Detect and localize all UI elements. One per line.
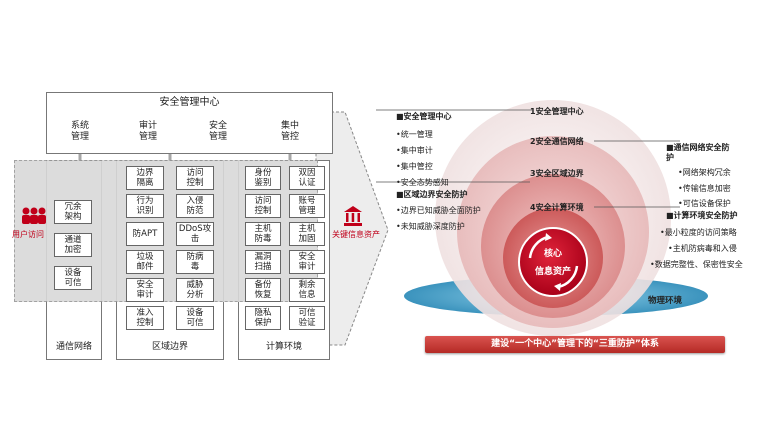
system-banner: 建设“一个中心”管理下的“三重防护”体系 [425,336,725,353]
mgmt-list-head: ■安全管理中心 [396,112,452,121]
compute-list-head: ■计算环境安全防护 [666,211,738,220]
mgmt-item-2: •集中审计 [396,146,433,155]
boundary-label: 区域边界 [151,342,188,352]
management-center-title: 安全管理中心 [159,97,220,108]
box-privacy: 隐私 保护 [245,306,281,330]
mgmt-item-4: •安全态势感知 [396,178,449,187]
network-item-2: •传输信息加密 [678,184,731,193]
compute-item-3: •数据完整性、保密性安全 [650,260,743,269]
compute-label: 计算环境 [265,342,302,352]
box-residual-info: 剩余 信息 [289,278,325,302]
ring-label-3: 3安全区域边界 [530,169,584,178]
box-channel-encryption: 通道 加密 [54,233,92,257]
box-identity-auth: 身份 鉴别 [245,166,281,190]
bank-icon [344,206,362,226]
mgmt-item-1: •统一管理 [396,130,433,139]
boundary-item-2: •未知威胁深度防护 [396,222,465,231]
box-boundary-isolation: 边界 隔离 [126,166,164,190]
box-vuln-scan: 漏洞 扫描 [245,250,281,274]
function-audit: 审计 管理 [138,121,157,142]
ring-label-4: 4安全计算环境 [530,203,584,212]
box-redundancy: 冗余 架构 [54,200,92,224]
box-anti-apt: 防APT [126,222,164,246]
function-security: 安全 管理 [208,121,227,142]
ring-label-2: 2安全通信网络 [530,137,584,146]
box-trusted-verify: 可信 验证 [289,306,325,330]
box-compute-audit: 安全 审计 [289,250,325,274]
box-security-audit: 安全 审计 [126,278,164,302]
system-banner-text: 建设“一个中心”管理下的“三重防护”体系 [491,339,659,349]
boundary-item-1: •边界已知威胁全面防护 [396,206,481,215]
management-center-box: 安全管理中心 系统 管理 审计 管理 安全 管理 集中 管控 [46,92,333,154]
box-admission-control: 准入 控制 [126,306,164,330]
core-label-1: 核心 [543,249,562,259]
box-compute-access-control: 访问 控制 [245,194,281,218]
box-two-factor: 双因 认证 [289,166,325,190]
box-threat-analysis: 威胁 分析 [176,278,214,302]
compute-item-1: •最小粒度的访问策略 [660,228,737,237]
function-control: 集中 管控 [280,121,299,142]
network-item-1: •网络架构冗余 [678,168,731,177]
box-host-antivirus: 主机 防毒 [245,222,281,246]
ring-label-1: 1安全管理中心 [530,107,584,116]
function-system: 系统 管理 [70,121,89,142]
box-ddos: DDoS攻 击 [176,222,214,246]
network-label: 通信网络 [55,342,92,352]
box-backup-restore: 备份 恢复 [245,278,281,302]
box-account-management: 账号 管理 [289,194,325,218]
box-access-control: 访问 控制 [176,166,214,190]
boundary-list-head: ■区域边界安全防护 [396,190,468,199]
box-spam: 垃圾 邮件 [126,250,164,274]
box-behavior-recognition: 行为 识别 [126,194,164,218]
network-list-head: ■通信网络安全防 护 [666,143,730,162]
network-item-3: •可信设备保护 [678,199,731,208]
core-label-2: 信息资产 [534,267,571,277]
mgmt-item-3: •集中管控 [396,162,433,171]
box-boundary-device-trust: 设备 可信 [176,306,214,330]
box-intrusion-prevention: 入侵 防范 [176,194,214,218]
physical-environment-label: 物理环境 [648,296,683,306]
key-asset-label: 关键信息资产 [332,230,380,239]
users-icon [22,207,46,224]
box-antivirus: 防病 毒 [176,250,214,274]
box-host-hardening: 主机 加固 [289,222,325,246]
compute-item-2: •主机防病毒和入侵 [668,244,737,253]
box-device-trust: 设备 可信 [54,266,92,290]
user-access-label: 用户访问 [12,230,44,239]
